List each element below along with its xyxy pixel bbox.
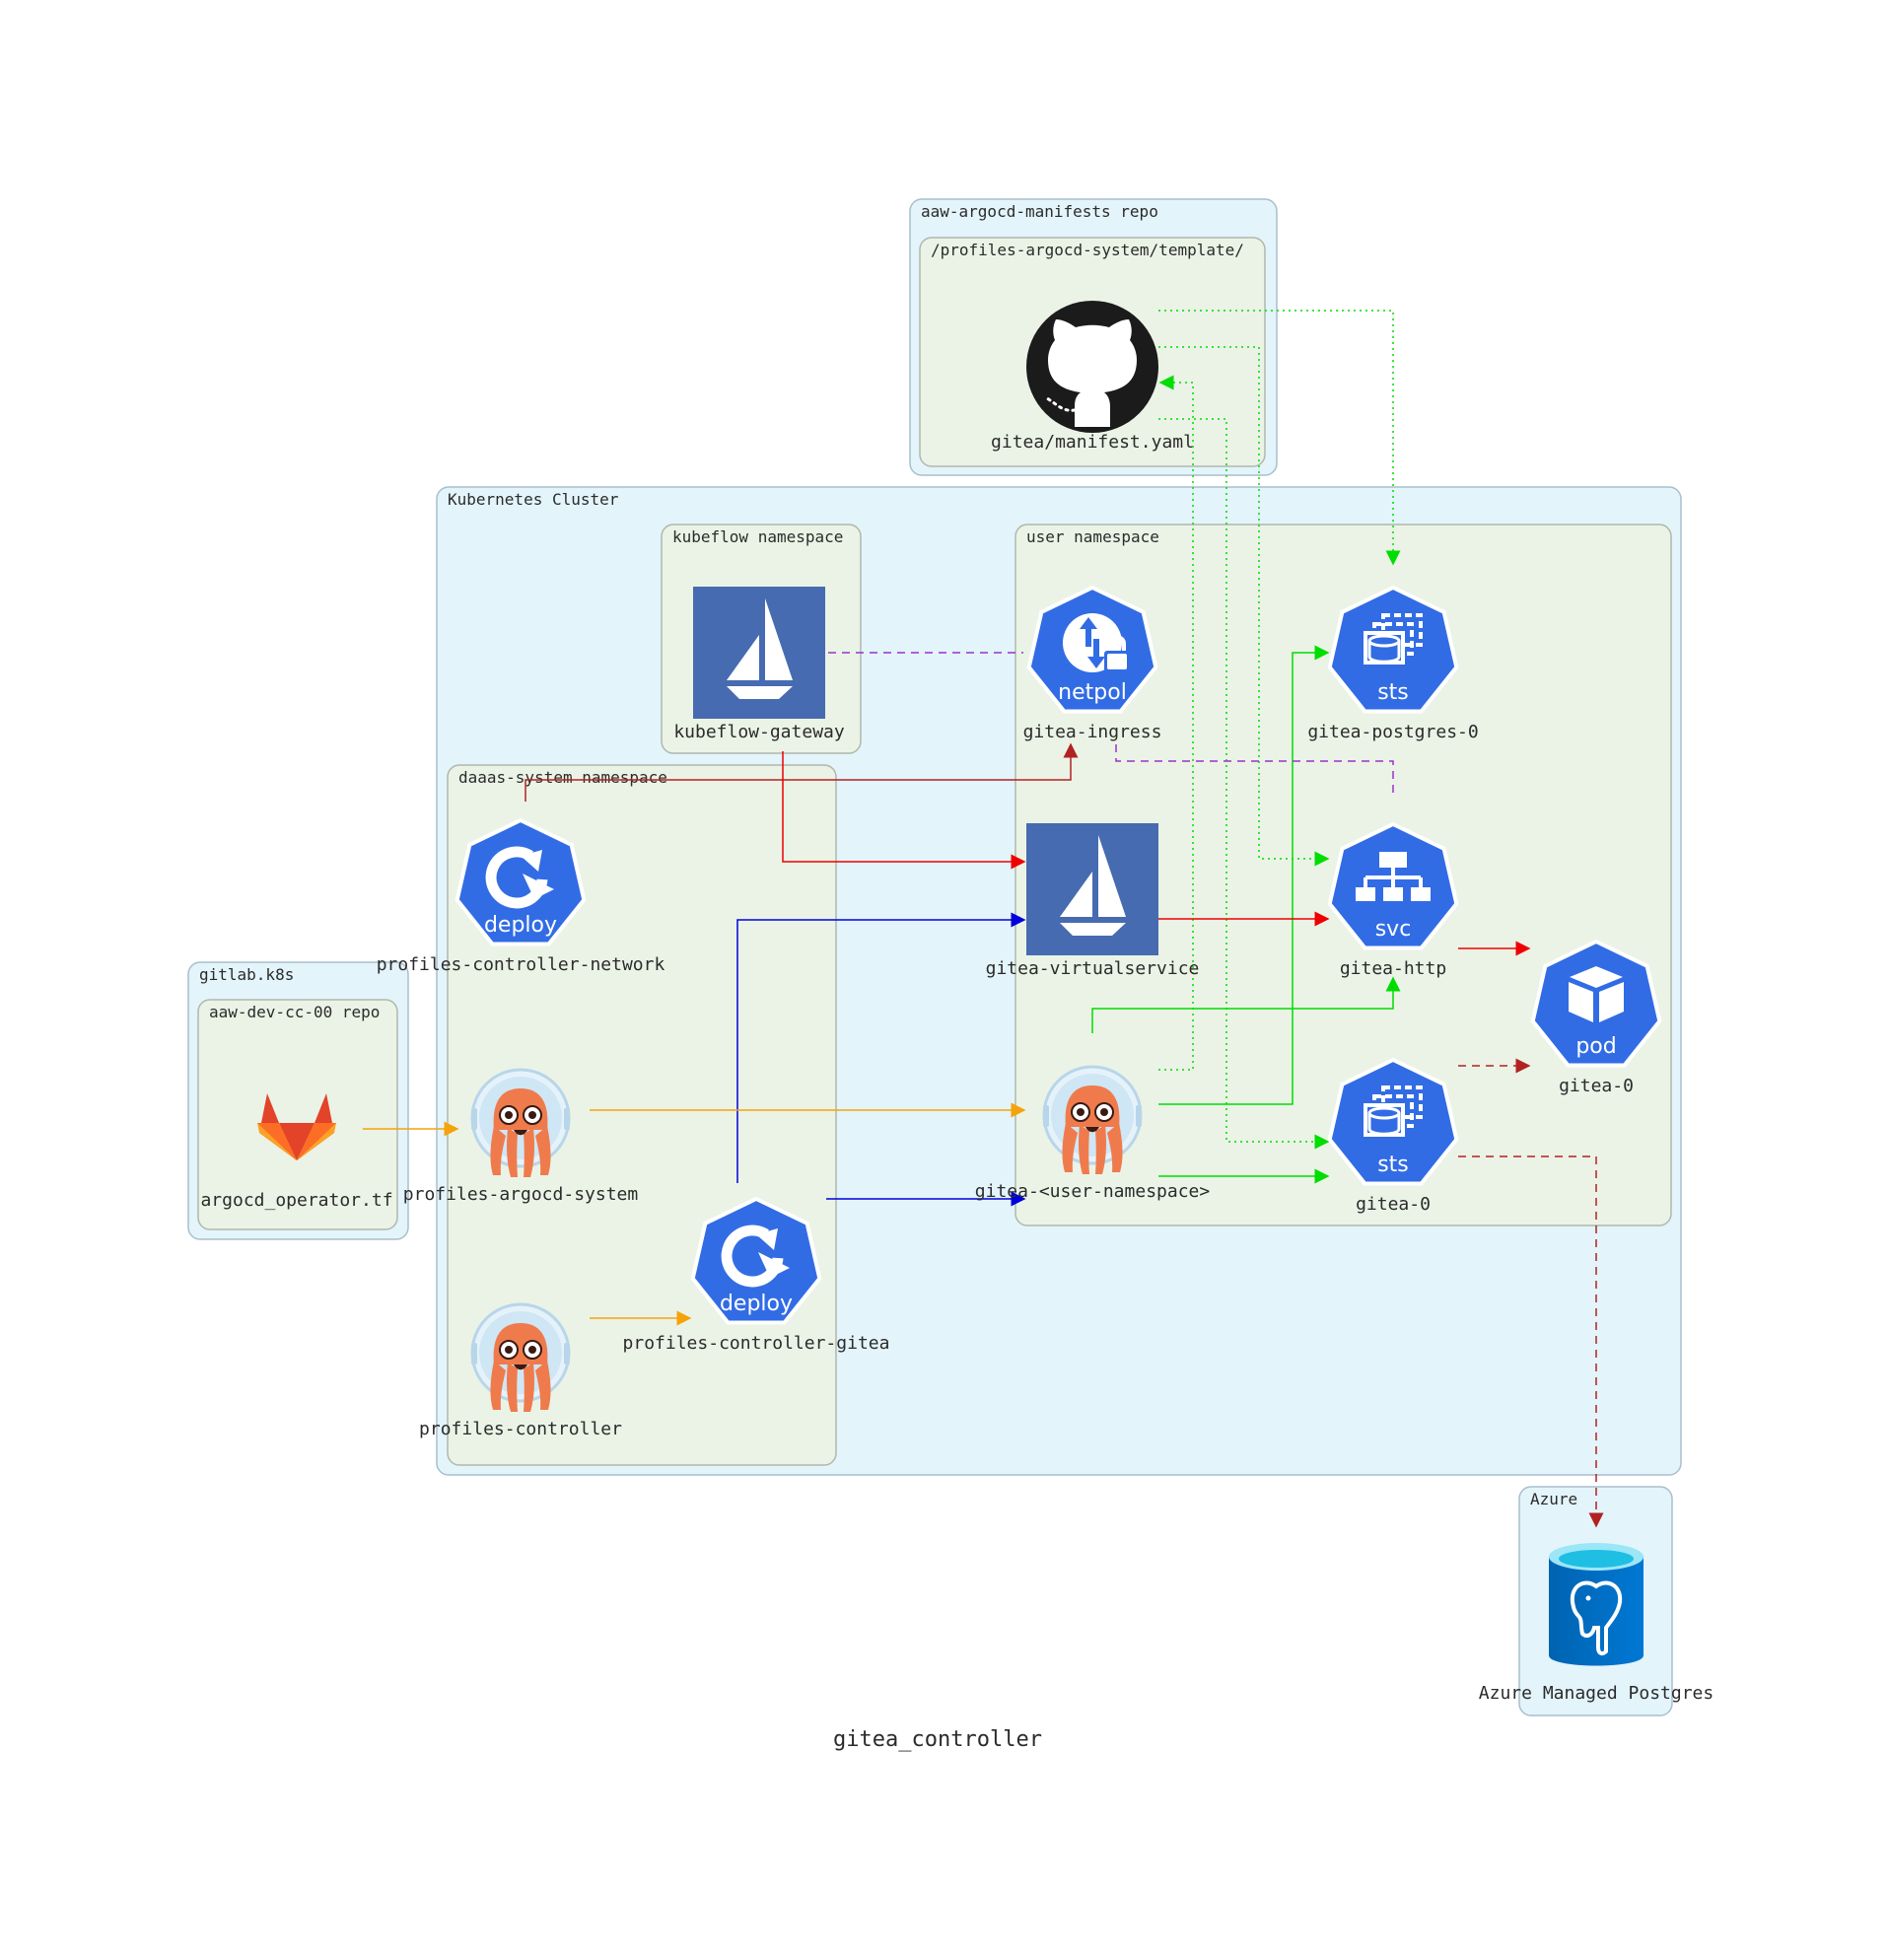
argo-icon <box>1042 1065 1143 1174</box>
node-label: gitea-<user-namespace> <box>975 1181 1211 1202</box>
node-label: profiles-controller-gitea <box>623 1333 890 1354</box>
node-badge: pod <box>1575 1034 1616 1059</box>
deploy-icon: deploy <box>455 817 587 946</box>
node-label: Azure Managed Postgres <box>1479 1683 1714 1704</box>
node-badge: deploy <box>484 913 557 938</box>
edge-argo-to-postgres <box>1158 645 1330 1105</box>
cluster-label: daaas-system namespace <box>458 768 667 787</box>
node-argocd-operator-tf[interactable]: argocd_operator.tf <box>200 1093 393 1211</box>
pod-icon: pod <box>1530 939 1662 1068</box>
node-gitea-ingress[interactable]: netpol gitea-ingress <box>1023 585 1162 742</box>
node-gitea-user-namespace[interactable]: gitea-<user-namespace> <box>975 1065 1211 1202</box>
cluster-aaw-dev-repo: aaw-dev-cc-00 repo <box>197 999 398 1230</box>
deploy-icon: deploy <box>690 1196 822 1325</box>
argo-icon <box>470 1302 571 1412</box>
node-kubeflow-gateway[interactable]: kubeflow-gateway <box>673 587 845 742</box>
edge-manifest-to-http <box>1158 346 1330 867</box>
argo-icon <box>470 1068 571 1177</box>
edge-manifest-to-sts <box>1158 418 1330 1150</box>
node-profiles-controller-gitea[interactable]: deploy profiles-controller-gitea <box>623 1196 890 1354</box>
node-badge: sts <box>1377 1153 1409 1177</box>
node-label: gitea-postgres-0 <box>1307 722 1478 742</box>
cluster-label: gitlab.k8s <box>199 965 294 984</box>
node-label: gitea-http <box>1340 958 1446 979</box>
node-profiles-controller-network[interactable]: deploy profiles-controller-network <box>377 817 665 975</box>
edge-gitea-controller-to-virtualservice <box>736 912 1026 1183</box>
node-github-manifest[interactable]: gitea/manifest.yaml <box>991 301 1194 453</box>
svc-icon: svc <box>1327 821 1459 950</box>
node-label: argocd_operator.tf <box>200 1190 392 1211</box>
node-azure-postgres[interactable]: Azure Managed Postgres <box>1479 1543 1714 1704</box>
node-gitea-http[interactable]: svc gitea-http <box>1327 821 1459 979</box>
node-badge: netpol <box>1058 680 1127 705</box>
edge-argo-to-http <box>1091 976 1401 1033</box>
sts-icon: sts <box>1327 585 1459 714</box>
sts-icon: sts <box>1327 1057 1459 1186</box>
node-label: gitea-virtualservice <box>986 958 1200 979</box>
edge-ingress-to-postgres <box>1115 744 1394 799</box>
node-badge: svc <box>1375 917 1412 942</box>
node-label: profiles-argocd-system <box>403 1184 638 1205</box>
node-badge: deploy <box>720 1292 793 1316</box>
azure-postgres-icon <box>1549 1543 1644 1666</box>
edge-sts-to-azure-postgres <box>1458 1155 1604 1528</box>
node-profiles-controller[interactable]: profiles-controller <box>419 1302 622 1439</box>
diagram-title: gitea_controller <box>833 1727 1042 1752</box>
edges <box>363 310 1604 1528</box>
node-gitea-virtualservice[interactable]: gitea-virtualservice <box>986 823 1200 979</box>
node-label: gitea-0 <box>1356 1194 1431 1215</box>
node-label: gitea-ingress <box>1023 722 1162 742</box>
node-gitea-0-pod[interactable]: pod gitea-0 <box>1530 939 1662 1096</box>
node-gitea-0-sts[interactable]: sts gitea-0 <box>1327 1057 1459 1215</box>
cluster-label: kubeflow namespace <box>672 527 843 546</box>
istio-icon <box>1026 823 1158 955</box>
node-label: kubeflow-gateway <box>673 722 845 742</box>
node-label: gitea/manifest.yaml <box>991 432 1194 453</box>
node-badge: sts <box>1377 680 1409 705</box>
edge-gateway-to-virtualservice <box>782 751 1026 870</box>
github-icon <box>1026 301 1158 433</box>
node-gitea-postgres-0[interactable]: sts gitea-postgres-0 <box>1307 585 1479 742</box>
gitlab-icon <box>257 1093 336 1160</box>
node-label: profiles-controller <box>419 1419 622 1439</box>
cluster-label: aaw-argocd-manifests repo <box>921 202 1158 221</box>
cluster-label: Kubernetes Cluster <box>448 490 619 509</box>
netpol-icon: netpol <box>1026 585 1158 714</box>
istio-icon <box>693 587 825 719</box>
node-profiles-argocd-system[interactable]: profiles-argocd-system <box>403 1068 638 1205</box>
edge-network-controller-to-ingress <box>525 742 1079 802</box>
edge-manifest-to-postgres <box>1158 310 1401 566</box>
node-label: profiles-controller-network <box>377 954 665 975</box>
cluster-label: Azure <box>1530 1490 1577 1508</box>
cluster-label: user namespace <box>1026 527 1159 546</box>
cluster-label: /profiles-argocd-system/template/ <box>931 241 1244 259</box>
node-label: gitea-0 <box>1559 1076 1634 1096</box>
cluster-label: aaw-dev-cc-00 repo <box>209 1003 380 1021</box>
